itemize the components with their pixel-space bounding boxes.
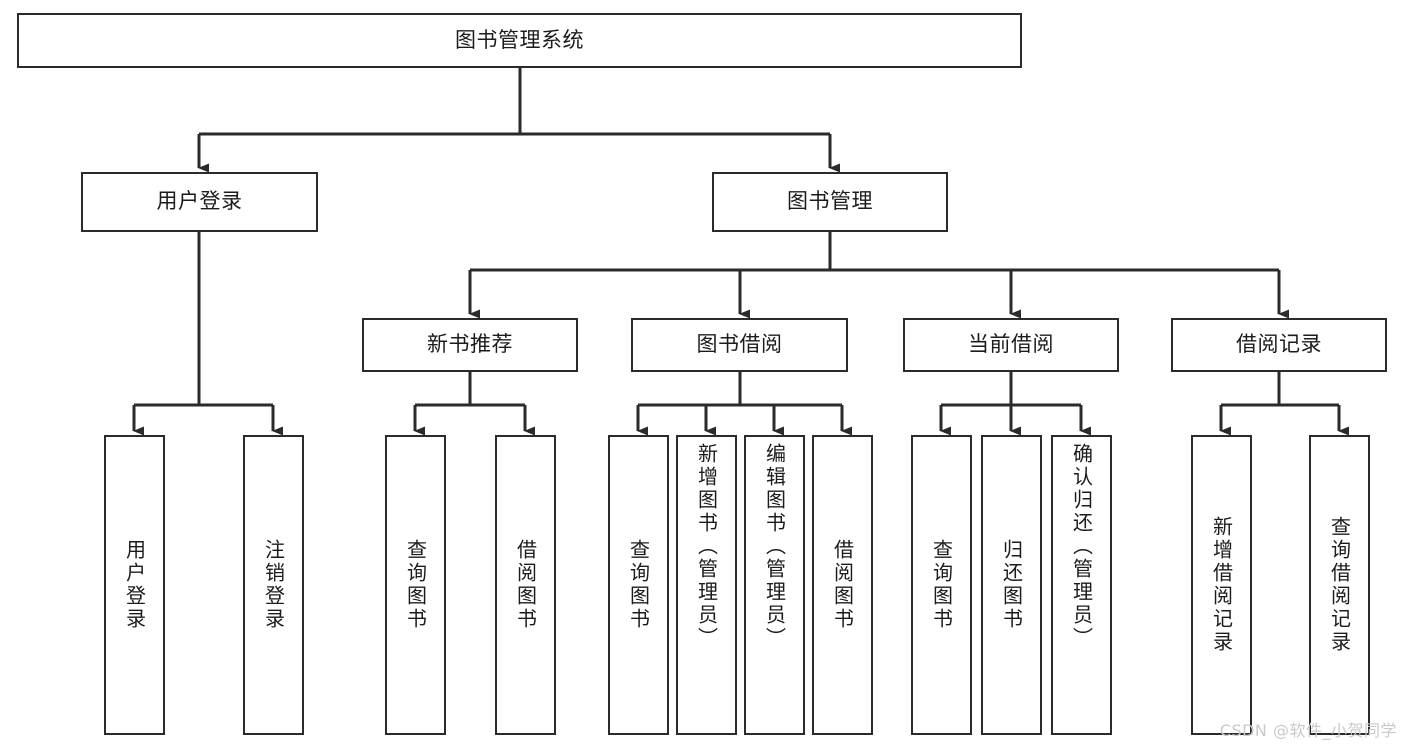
node-leaf-add-record[interactable]: 新增借阅记录	[1191, 435, 1252, 735]
node-leaf-query-book-1[interactable]: 查询图书	[385, 435, 446, 735]
watermark-text: CSDN @软件_小贺同学	[1219, 721, 1397, 740]
node-root[interactable]: 图书管理系统	[17, 13, 1022, 68]
node-leaf-query-book-3[interactable]: 查询图书	[911, 435, 972, 735]
node-book-manage[interactable]: 图书管理	[712, 172, 948, 232]
node-leaf-query-record-label: 查询借阅记录	[1327, 516, 1352, 654]
node-leaf-borrow-book-2-label: 借阅图书	[830, 539, 855, 631]
node-leaf-query-book-3-label: 查询图书	[929, 539, 954, 631]
node-user-login-label: 用户登录	[156, 189, 243, 214]
node-leaf-borrow-book-1[interactable]: 借阅图书	[495, 435, 556, 735]
node-leaf-edit-book[interactable]: 编辑图书（管理员）	[744, 435, 805, 735]
node-book-borrow[interactable]: 图书借阅	[631, 318, 848, 372]
node-leaf-user-logout-label: 注销登录	[261, 539, 286, 631]
node-leaf-confirm-return-label: 确认归还（管理员）	[1069, 443, 1094, 650]
node-leaf-return-book[interactable]: 归还图书	[981, 435, 1042, 735]
node-leaf-add-book[interactable]: 新增图书（管理员）	[676, 435, 737, 735]
node-leaf-user-logout[interactable]: 注销登录	[243, 435, 304, 735]
node-leaf-query-book-1-label: 查询图书	[403, 539, 428, 631]
node-new-book-recommend[interactable]: 新书推荐	[362, 318, 578, 372]
node-leaf-edit-book-label: 编辑图书（管理员）	[762, 443, 787, 650]
node-new-book-recommend-label: 新书推荐	[427, 332, 513, 357]
node-book-borrow-label: 图书借阅	[696, 332, 783, 357]
node-leaf-user-login[interactable]: 用户登录	[104, 435, 165, 735]
node-user-login[interactable]: 用户登录	[81, 172, 318, 232]
node-leaf-borrow-book-2[interactable]: 借阅图书	[812, 435, 873, 735]
node-borrow-record-label: 借阅记录	[1236, 332, 1322, 357]
node-leaf-add-book-label: 新增图书（管理员）	[694, 443, 719, 650]
node-leaf-add-record-label: 新增借阅记录	[1209, 516, 1234, 654]
node-leaf-query-record[interactable]: 查询借阅记录	[1309, 435, 1370, 735]
node-leaf-query-book-2-label: 查询图书	[626, 539, 651, 631]
node-leaf-user-login-label: 用户登录	[122, 539, 147, 631]
node-leaf-confirm-return[interactable]: 确认归还（管理员）	[1051, 435, 1112, 735]
node-current-borrow-label: 当前借阅	[968, 332, 1054, 357]
node-book-manage-label: 图书管理	[787, 189, 873, 214]
node-leaf-borrow-book-1-label: 借阅图书	[513, 539, 538, 631]
node-borrow-record[interactable]: 借阅记录	[1171, 318, 1387, 372]
node-leaf-query-book-2[interactable]: 查询图书	[608, 435, 669, 735]
node-current-borrow[interactable]: 当前借阅	[903, 318, 1119, 372]
node-root-label: 图书管理系统	[455, 27, 584, 52]
node-leaf-return-book-label: 归还图书	[999, 539, 1024, 631]
